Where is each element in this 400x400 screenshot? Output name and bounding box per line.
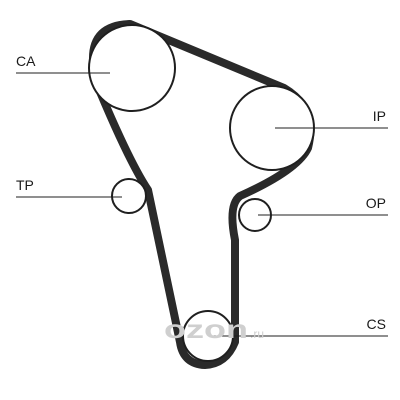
tp-label: TP: [16, 177, 34, 193]
watermark: ozon .ru: [164, 314, 264, 344]
camshaft-pulley: [88, 24, 176, 112]
watermark-suffix: .ru: [250, 327, 264, 341]
ca-label: CA: [16, 53, 36, 69]
cs-label: CS: [367, 316, 386, 332]
ip-label: IP: [373, 108, 386, 124]
op-label: OP: [366, 195, 386, 211]
tensioner-pulley: [111, 178, 147, 214]
watermark-text: ozon: [164, 314, 248, 344]
